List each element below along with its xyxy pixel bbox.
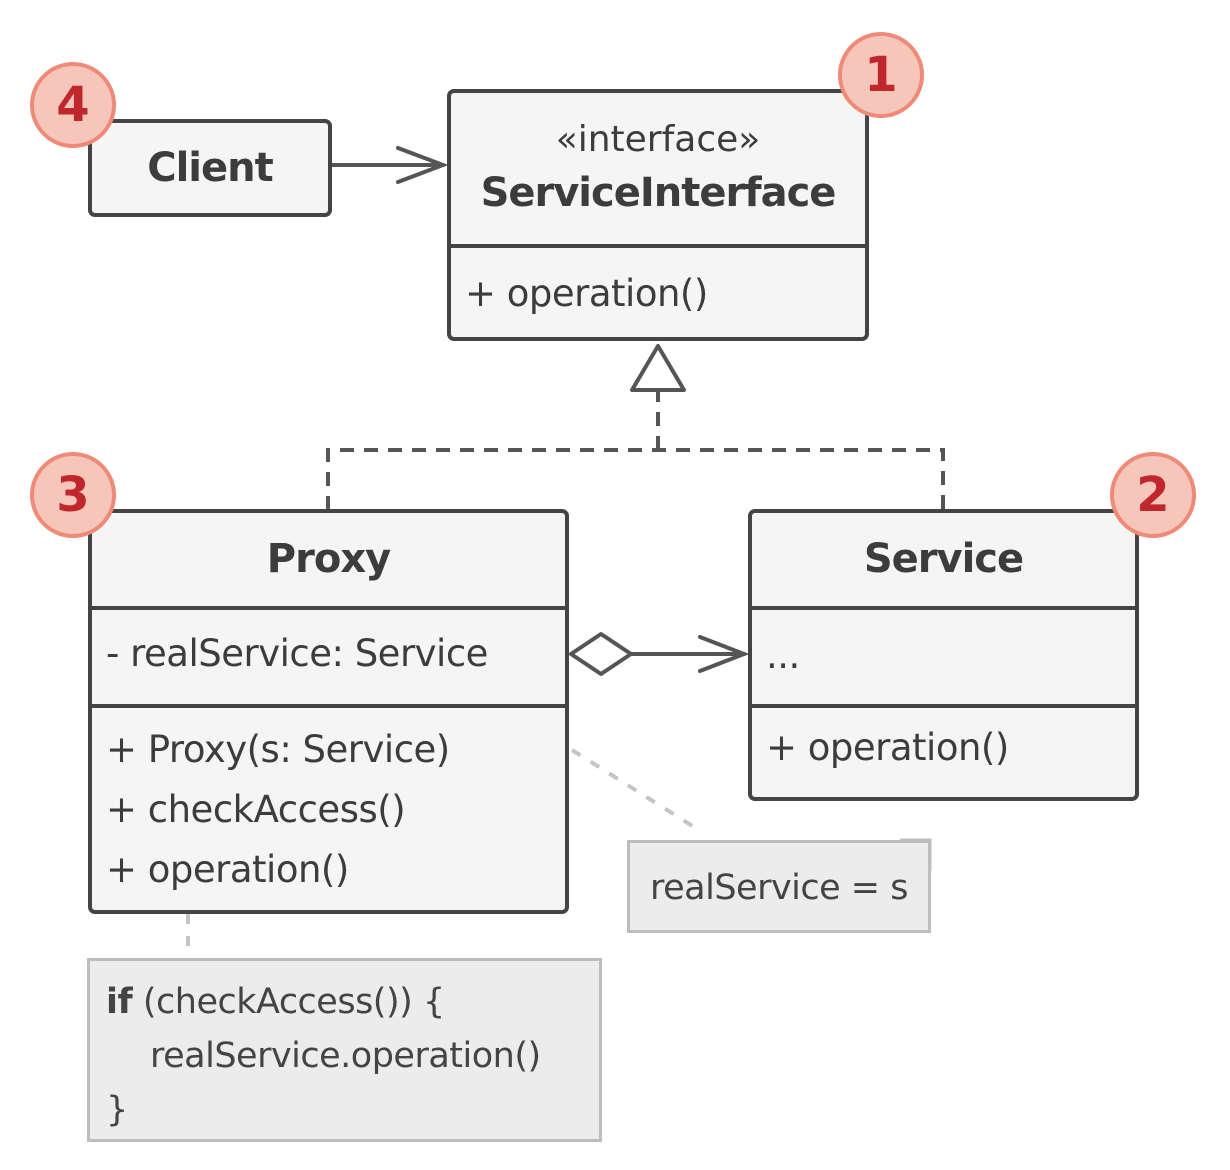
note-line-2: realService.operation(): [150, 1036, 541, 1076]
badge-1: 1: [838, 32, 924, 118]
if-keyword: if: [106, 982, 133, 1022]
proxy-class: Proxy - realService: Service + Proxy(s: …: [88, 509, 569, 914]
note-line-3: }: [106, 1090, 128, 1130]
proxy-fields: - realService: Service: [92, 610, 565, 708]
service-class: Service ... + operation(): [748, 509, 1139, 801]
interface-stereotype: «interface»: [555, 119, 761, 160]
proxy-methods: + Proxy(s: Service) + checkAccess() + op…: [92, 708, 565, 900]
association-arrow-client: [330, 146, 449, 184]
constructor-note: realService = s: [627, 840, 931, 933]
note-connectors: [186, 748, 704, 955]
operation-note: if (checkAccess()) { realService.operati…: [87, 958, 602, 1142]
proxy-header: Proxy: [92, 513, 565, 610]
method-item: + Proxy(s: Service): [106, 728, 450, 771]
badge-4: 4: [30, 62, 116, 148]
service-methods: + operation(): [752, 708, 1135, 778]
service-title: Service: [863, 536, 1024, 582]
field-item: ...: [766, 634, 800, 677]
field-item: - realService: Service: [106, 632, 488, 675]
service-interface-title: ServiceInterface: [480, 170, 837, 216]
note-line-1: if (checkAccess()) {: [106, 975, 599, 1029]
method-item: + operation(): [465, 272, 708, 315]
service-interface-class: «interface» ServiceInterface + operation…: [447, 89, 869, 341]
service-interface-header: «interface» ServiceInterface: [451, 93, 865, 248]
badge-3: 3: [30, 452, 116, 538]
service-fields: ...: [752, 610, 1135, 708]
client-class: Client: [88, 119, 332, 217]
badge-2: 2: [1110, 452, 1196, 538]
realization-arrow: [326, 344, 945, 510]
proxy-title: Proxy: [266, 536, 391, 582]
method-item: + operation(): [766, 726, 1009, 769]
service-interface-methods: + operation(): [451, 248, 865, 324]
method-item: + checkAccess(): [106, 788, 406, 831]
method-item: + operation(): [106, 848, 349, 891]
constructor-note-text: realService = s: [650, 868, 909, 908]
client-title: Client: [147, 145, 274, 191]
note-condition: (checkAccess()) {: [132, 982, 445, 1022]
service-header: Service: [752, 513, 1135, 610]
aggregation-arrow: [569, 632, 750, 676]
